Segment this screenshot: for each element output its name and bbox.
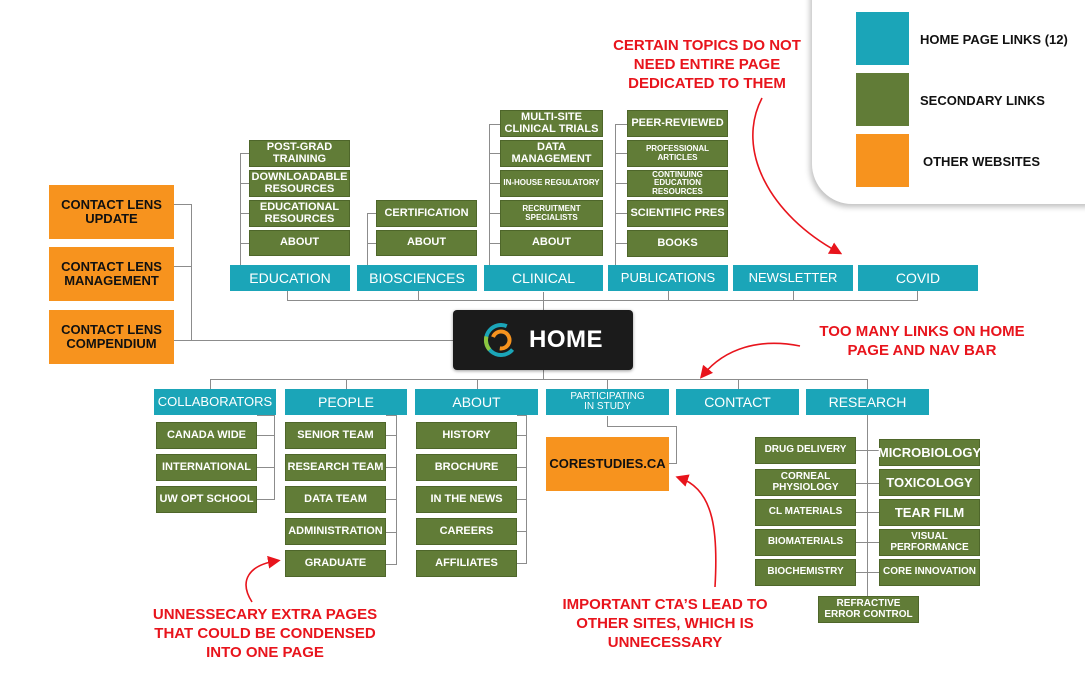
annotation-topics: CERTAIN TOPICS DO NOT NEED ENTIRE PAGE D… bbox=[613, 37, 801, 92]
annotation-cta: IMPORTANT CTA’S LEAD TO OTHER SITES, WHI… bbox=[562, 596, 768, 651]
about-link-brochure[interactable]: BROCHURE bbox=[416, 454, 517, 481]
nav-about[interactable]: ABOUT bbox=[415, 389, 538, 415]
contact-lens-compendium-link[interactable]: CONTACT LENS COMPENDIUM bbox=[49, 310, 174, 364]
collaborators-link-uw-opt[interactable]: UW OPT SCHOOL bbox=[156, 486, 257, 513]
legend-label-other: OTHER WEBSITES bbox=[923, 154, 1041, 169]
research-link-cl-materials[interactable]: CL MATERIALS bbox=[755, 499, 856, 526]
nav-collaborators[interactable]: COLLABORATORS bbox=[154, 389, 276, 415]
nav-covid[interactable]: COVID bbox=[858, 265, 978, 291]
biosciences-link-certification[interactable]: CERTIFICATION bbox=[376, 200, 477, 227]
publications-link-professional[interactable]: PROFESSIONAL ARTICLES bbox=[627, 140, 728, 167]
research-link-toxicology[interactable]: TOXICOLOGY bbox=[879, 469, 980, 496]
people-link-graduate[interactable]: GRADUATE bbox=[285, 550, 386, 577]
about-link-careers[interactable]: CAREERS bbox=[416, 518, 517, 545]
research-link-visual-performance[interactable]: VISUAL PERFORMANCE bbox=[879, 529, 980, 556]
nav-people[interactable]: PEOPLE bbox=[285, 389, 407, 415]
about-link-history[interactable]: HISTORY bbox=[416, 422, 517, 449]
people-link-research-team[interactable]: RESEARCH TEAM bbox=[285, 454, 386, 481]
legend-swatch-other bbox=[856, 134, 909, 187]
annotation-extra-pages: UNNESSECARY EXTRA PAGES THAT COULD BE CO… bbox=[152, 606, 378, 661]
publications-link-books[interactable]: BOOKS bbox=[627, 230, 728, 257]
education-link-about[interactable]: ABOUT bbox=[249, 230, 350, 256]
nav-newsletter[interactable]: NEWSLETTER bbox=[733, 265, 853, 291]
research-link-tear-film[interactable]: TEAR FILM bbox=[879, 499, 980, 526]
legend-panel: HOME PAGE LINKS (12) SECONDARY LINKS OTH… bbox=[812, 0, 1085, 204]
people-link-data-team[interactable]: DATA TEAM bbox=[285, 486, 386, 513]
arrow-to-graduate bbox=[245, 555, 281, 603]
arrow-to-covid bbox=[752, 97, 843, 255]
contact-lens-management-link[interactable]: CONTACT LENS MANAGEMENT bbox=[49, 247, 174, 301]
clinical-link-data-management[interactable]: DATA MANAGEMENT bbox=[500, 140, 603, 167]
education-link-post-grad[interactable]: POST-GRAD TRAINING bbox=[249, 140, 350, 167]
clinical-link-about[interactable]: ABOUT bbox=[500, 230, 603, 256]
nav-research[interactable]: RESEARCH bbox=[806, 389, 929, 415]
arrow-to-home-nav bbox=[699, 342, 801, 379]
arrow-to-corestudies bbox=[675, 474, 717, 588]
nav-biosciences[interactable]: BIOSCIENCES bbox=[357, 265, 477, 291]
contact-lens-update-link[interactable]: CONTACT LENS UPDATE bbox=[49, 185, 174, 239]
home-label: HOME bbox=[529, 326, 603, 353]
home-button[interactable]: HOME bbox=[453, 310, 633, 370]
research-link-drug-delivery[interactable]: DRUG DELIVERY bbox=[755, 437, 856, 464]
nav-contact[interactable]: CONTACT bbox=[676, 389, 799, 415]
people-link-senior-team[interactable]: SENIOR TEAM bbox=[285, 422, 386, 449]
legend-label-secondary: SECONDARY LINKS bbox=[920, 93, 1045, 108]
publications-link-scientific[interactable]: SCIENTIFIC PRES bbox=[627, 200, 728, 227]
nav-education[interactable]: EDUCATION bbox=[230, 265, 350, 291]
clinical-link-multi-site[interactable]: MULTI-SITE CLINICAL TRIALS bbox=[500, 110, 603, 137]
legend-swatch-home bbox=[856, 12, 909, 65]
clinical-link-regulatory[interactable]: IN-HOUSE REGULATORY bbox=[500, 170, 603, 197]
legend-swatch-secondary bbox=[856, 73, 909, 126]
education-link-educational[interactable]: EDUCATIONAL RESOURCES bbox=[249, 200, 350, 227]
nav-participating[interactable]: PARTICIPATING IN STUDY bbox=[546, 389, 669, 415]
research-link-corneal-physiology[interactable]: CORNEAL PHYSIOLOGY bbox=[755, 469, 856, 496]
research-link-biochemistry[interactable]: BIOCHEMISTRY bbox=[755, 559, 856, 586]
education-link-downloadable[interactable]: DOWNLOADABLE RESOURCES bbox=[249, 170, 350, 197]
collaborators-link-international[interactable]: INTERNATIONAL bbox=[156, 454, 257, 481]
corestudies-link[interactable]: CORESTUDIES.CA bbox=[546, 437, 669, 491]
about-link-affiliates[interactable]: AFFILIATES bbox=[416, 550, 517, 577]
nav-clinical[interactable]: CLINICAL bbox=[484, 265, 603, 291]
logo-icon bbox=[483, 323, 518, 357]
research-link-refractive-error[interactable]: REFRACTIVE ERROR CONTROL bbox=[818, 596, 919, 623]
research-link-core-innovation[interactable]: CORE INNOVATION bbox=[879, 559, 980, 586]
research-link-biomaterials[interactable]: BIOMATERIALS bbox=[755, 529, 856, 556]
clinical-link-recruitment[interactable]: RECRUITMENT SPECIALISTS bbox=[500, 200, 603, 227]
research-link-microbiology[interactable]: MICROBIOLOGY bbox=[878, 439, 981, 466]
collaborators-link-canada[interactable]: CANADA WIDE bbox=[156, 422, 257, 449]
annotation-too-many-links: TOO MANY LINKS ON HOME PAGE AND NAV BAR bbox=[819, 323, 1025, 359]
about-link-in-the-news[interactable]: IN THE NEWS bbox=[416, 486, 517, 513]
people-link-administration[interactable]: ADMINISTRATION bbox=[285, 518, 386, 545]
biosciences-link-about[interactable]: ABOUT bbox=[376, 230, 477, 256]
nav-publications[interactable]: PUBLICATIONS bbox=[608, 265, 728, 291]
legend-label-home: HOME PAGE LINKS (12) bbox=[920, 32, 1068, 47]
publications-link-peer-reviewed[interactable]: PEER-REVIEWED bbox=[627, 110, 728, 137]
publications-link-continuing[interactable]: CONTINUING EDUCATION RESOURCES bbox=[627, 170, 728, 197]
